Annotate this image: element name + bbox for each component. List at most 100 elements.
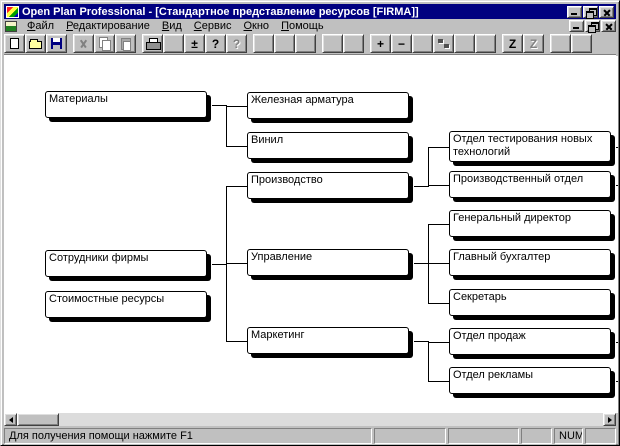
menu-помощь[interactable]: Помощь	[281, 19, 324, 32]
sort-z-icon: Z	[508, 36, 517, 51]
resource-arch-button[interactable]	[295, 34, 316, 53]
expand-button[interactable]: +	[370, 34, 391, 53]
status-panel-2	[374, 428, 446, 444]
open-button[interactable]	[25, 34, 46, 53]
document-icon[interactable]	[5, 20, 17, 32]
toolbar-group-5: +−	[370, 34, 496, 53]
org-node-accountant[interactable]: Главный бухгалтер	[449, 249, 611, 276]
resource-circle-4-button[interactable]	[343, 34, 364, 53]
org-node-marketing[interactable]: Маркетинг	[247, 327, 409, 354]
scroll-left-button[interactable]	[4, 413, 17, 426]
mdi-close-button[interactable]	[601, 20, 616, 32]
resource-circle-2-button[interactable]	[274, 34, 295, 53]
connector-line	[428, 263, 449, 264]
status-panel-3	[448, 428, 519, 444]
print-preview-button[interactable]	[163, 34, 184, 53]
org-node-staff[interactable]: Сотрудники фирмы	[45, 250, 207, 277]
mdi-minimize-button[interactable]	[569, 20, 584, 32]
minimize-button[interactable]	[567, 5, 582, 18]
org-node-production[interactable]: Производство	[247, 172, 409, 199]
org-node-materials[interactable]: Материалы	[45, 91, 207, 118]
save-icon	[51, 38, 62, 49]
cut-button[interactable]	[73, 34, 94, 53]
resource-circle-3-button[interactable]	[322, 34, 343, 53]
help-button[interactable]: ?	[205, 34, 226, 53]
status-help-text: Для получения помощи нажмите F1	[4, 428, 372, 444]
move-down-button[interactable]	[454, 34, 475, 53]
org-node-prod-dept[interactable]: Производственный отдел	[449, 171, 611, 198]
new-icon	[10, 38, 19, 49]
connector-line	[616, 147, 618, 148]
connector-line	[414, 341, 429, 342]
plus-minus-button[interactable]: ±	[184, 34, 205, 53]
org-node-vinyl[interactable]: Винил	[247, 132, 409, 159]
print-button[interactable]	[142, 34, 163, 53]
org-node-director[interactable]: Генеральный директор	[449, 210, 611, 237]
org-node-cost[interactable]: Стоимостные ресурсы	[45, 291, 207, 318]
arrow-left-icon	[8, 416, 13, 423]
org-node-secretary[interactable]: Секретарь	[449, 289, 611, 316]
new-button[interactable]	[4, 34, 25, 53]
menu-сервис[interactable]: Сервис	[193, 19, 232, 32]
menu-редактирование[interactable]: Редактирование	[66, 19, 150, 32]
status-num-indicator: NUM	[554, 428, 583, 444]
paste-button[interactable]	[115, 34, 136, 53]
open-icon	[29, 39, 42, 49]
org-node-rebar[interactable]: Железная арматура	[247, 92, 409, 119]
connector-line	[428, 147, 429, 187]
connector-line	[226, 146, 247, 147]
connector-line	[428, 341, 429, 382]
connector-line	[226, 341, 247, 342]
context-help-icon: ?	[232, 36, 241, 51]
app-icon[interactable]	[6, 5, 19, 18]
scroll-right-button[interactable]	[603, 413, 616, 426]
window-split-button[interactable]	[550, 34, 571, 53]
connector-line	[212, 264, 227, 265]
status-panel-4	[521, 428, 552, 444]
print-icon	[145, 38, 161, 50]
collapse-icon: −	[397, 36, 405, 51]
org-node-sales[interactable]: Отдел продаж	[449, 328, 611, 355]
steps-button[interactable]	[433, 34, 454, 53]
connector-line	[414, 186, 429, 187]
collapse-button[interactable]: −	[391, 34, 412, 53]
plus-minus-icon: ±	[191, 36, 198, 51]
horizontal-scrollbar[interactable]	[4, 413, 616, 426]
copy-button[interactable]	[94, 34, 115, 53]
connector-line	[428, 185, 449, 186]
connector-line	[414, 263, 429, 264]
connector-line	[428, 224, 429, 304]
window-cascade-button[interactable]	[571, 34, 592, 53]
status-bar: Для получения помощи нажмите F1 NUM	[4, 427, 616, 445]
toolbar-group-0	[4, 34, 67, 53]
org-node-testing[interactable]: Отдел тестирования новых технологий	[449, 131, 611, 162]
connector-line	[428, 342, 449, 343]
menu-вид[interactable]: Вид	[161, 19, 182, 32]
menu-bar: Файл Редактирование Вид Сервис Окно Помощь	[4, 19, 616, 33]
org-node-management[interactable]: Управление	[247, 249, 409, 276]
resource-circle-1-button[interactable]	[253, 34, 274, 53]
save-button[interactable]	[46, 34, 67, 53]
connector-line	[226, 186, 227, 342]
menu-файл[interactable]: Файл	[27, 19, 55, 32]
status-panel-6	[585, 428, 616, 444]
restore-button[interactable]	[583, 5, 598, 19]
help-icon: ?	[211, 36, 220, 51]
z-grid-button[interactable]: Z	[523, 34, 544, 53]
close-button[interactable]	[599, 5, 614, 18]
org-node-advertising[interactable]: Отдел рекламы	[449, 367, 611, 394]
link-nodes-button[interactable]	[412, 34, 433, 53]
move-up-button[interactable]	[475, 34, 496, 53]
toolbar-group-3	[253, 34, 316, 53]
arrow-right-icon	[607, 416, 612, 423]
sort-z-button[interactable]: Z	[502, 34, 523, 53]
copy-icon	[98, 37, 111, 51]
context-help-button[interactable]: ?	[226, 34, 247, 53]
connector-line	[226, 263, 247, 264]
menu-окно[interactable]: Окно	[243, 19, 270, 32]
z-grid-icon: Z	[529, 36, 538, 51]
toolbar-group-1	[73, 34, 136, 53]
scrollbar-thumb[interactable]	[17, 413, 59, 426]
mdi-restore-button[interactable]	[585, 20, 600, 33]
